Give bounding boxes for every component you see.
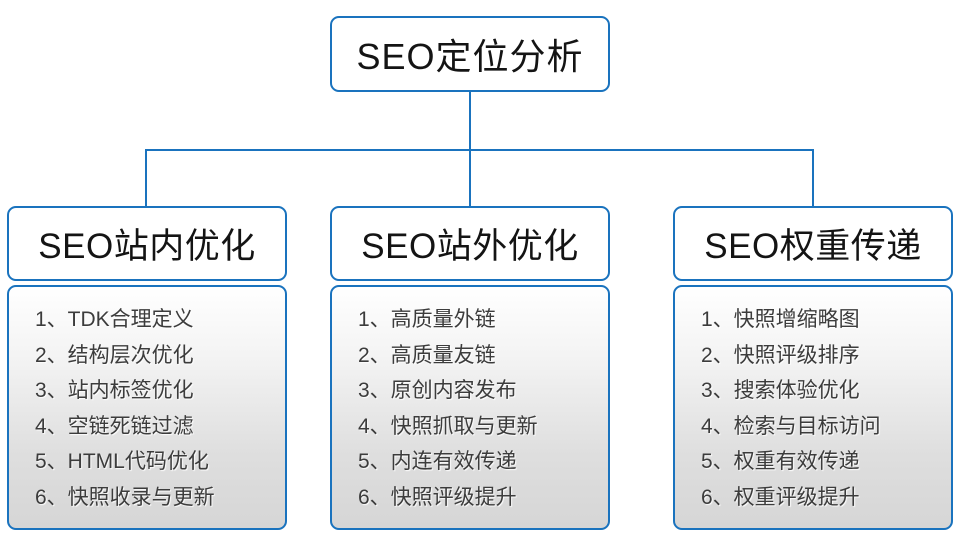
list-item: 5、权重有效传递: [701, 450, 860, 473]
list-item: 3、原创内容发布: [358, 379, 517, 402]
branch-list: 1、TDK合理定义 2、结构层次优化 3、站内标签优化 4、空链死链过滤 5、H…: [7, 285, 287, 530]
list-item: 5、HTML代码优化: [35, 450, 209, 473]
list-item: 4、检索与目标访问: [701, 414, 881, 438]
list-item: 4、空链死链过滤: [35, 414, 194, 438]
branch-list: 1、快照增缩略图 2、快照评级排序 3、搜索体验优化 4、检索与目标访问 5、权…: [673, 285, 953, 530]
list-item: 2、快照评级排序: [701, 343, 860, 367]
branch-header: SEO站外优化: [330, 206, 610, 281]
list-item: 6、权重评级提升: [701, 485, 860, 509]
branch-list: 1、高质量外链 2、高质量友链 3、原创内容发布 4、快照抓取与更新 5、内连有…: [330, 285, 610, 530]
list-item: 6、快照收录与更新: [35, 485, 215, 509]
list-item: 2、高质量友链: [358, 343, 496, 367]
list-item: 4、快照抓取与更新: [358, 414, 538, 438]
list-item: 6、快照评级提升: [358, 485, 517, 509]
root-node: SEO定位分析: [330, 16, 610, 92]
branch-header-label: SEO站外优化: [361, 227, 579, 266]
list-item: 1、快照增缩略图: [701, 308, 860, 331]
list-item: 5、内连有效传递: [358, 450, 517, 473]
list-item: 1、TDK合理定义: [35, 308, 194, 331]
branch-header-label: SEO权重传递: [704, 227, 922, 266]
list-item: 1、高质量外链: [358, 308, 496, 331]
root-node-label: SEO定位分析: [356, 36, 584, 77]
branch-header-label: SEO站内优化: [38, 227, 256, 266]
branch-header: SEO权重传递: [673, 206, 953, 281]
branch-header: SEO站内优化: [7, 206, 287, 281]
list-item: 3、搜索体验优化: [701, 379, 860, 402]
list-item: 2、结构层次优化: [35, 343, 194, 367]
list-item: 3、站内标签优化: [35, 379, 194, 402]
